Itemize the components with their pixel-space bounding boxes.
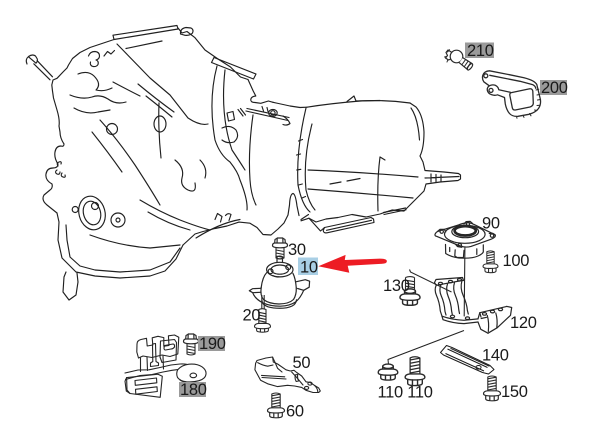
svg-text:30: 30 bbox=[288, 241, 306, 259]
svg-text:190: 190 bbox=[199, 335, 226, 353]
svg-text:150: 150 bbox=[501, 383, 528, 401]
svg-text:210: 210 bbox=[467, 42, 494, 60]
svg-text:200: 200 bbox=[541, 79, 568, 97]
svg-text:120: 120 bbox=[510, 314, 537, 332]
svg-text:20: 20 bbox=[243, 307, 261, 325]
svg-text:110 110: 110 110 bbox=[378, 384, 433, 402]
svg-text:130: 130 bbox=[383, 277, 410, 295]
svg-text:180: 180 bbox=[180, 381, 207, 399]
svg-text:90: 90 bbox=[482, 215, 500, 233]
svg-text:50: 50 bbox=[293, 354, 311, 372]
svg-text:140: 140 bbox=[482, 347, 509, 365]
svg-text:60: 60 bbox=[286, 403, 304, 421]
svg-text:100: 100 bbox=[503, 252, 530, 270]
svg-text:10: 10 bbox=[300, 259, 318, 277]
